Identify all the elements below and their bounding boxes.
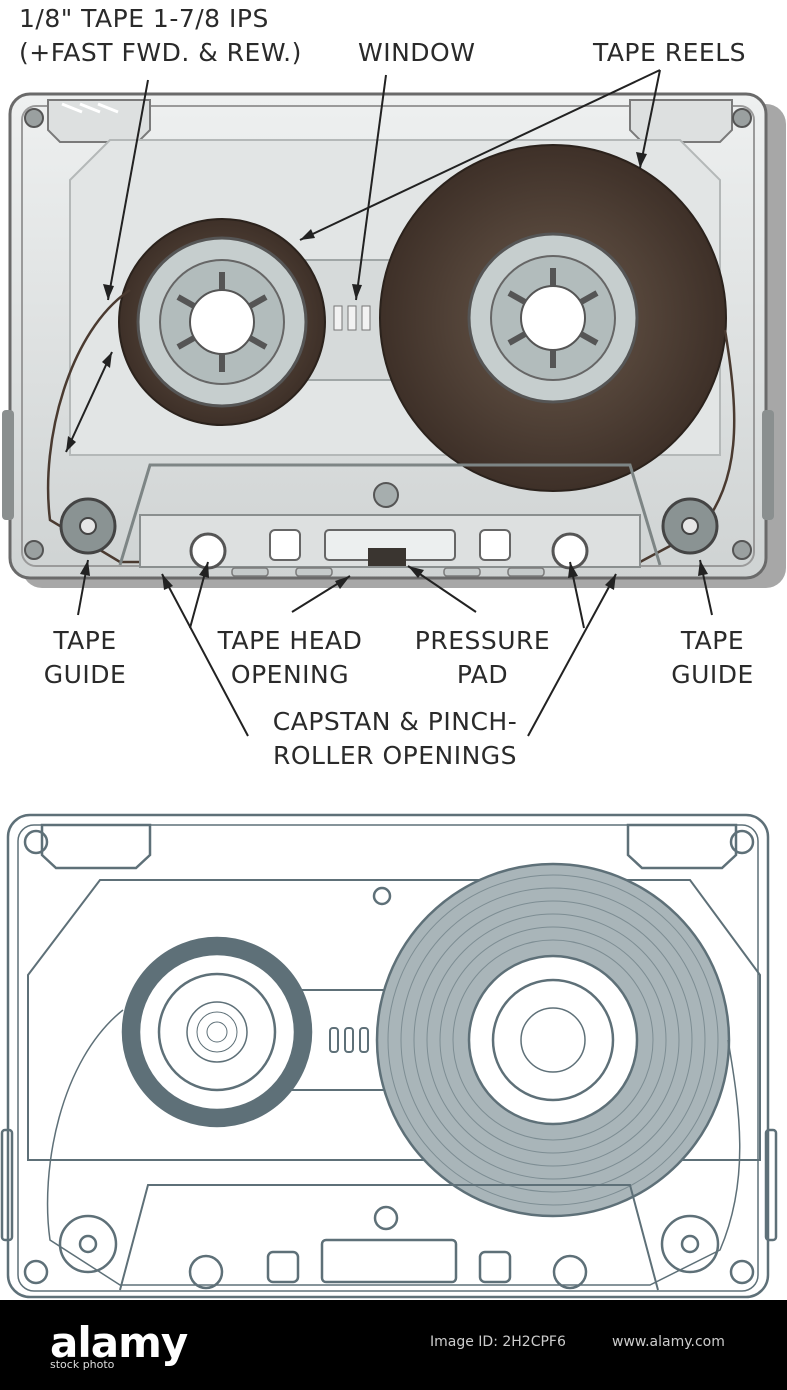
website-url: www.alamy.com <box>612 1334 725 1350</box>
label-tape-reels: TAPE REELS <box>593 37 746 69</box>
tape-guide-left-center <box>80 518 96 534</box>
screw <box>733 541 751 559</box>
label-pressure-pad-1: PRESSURE <box>405 625 560 657</box>
line-screw <box>25 831 47 853</box>
pressure-pad <box>368 548 406 566</box>
line-screw <box>731 831 753 853</box>
line-screw <box>25 1261 47 1283</box>
label-tape-guide-left-2: GUIDE <box>30 659 140 691</box>
side-tab-right <box>762 410 774 520</box>
line-tape-guide-left-center <box>80 1236 96 1252</box>
label-tape-guide-left-1: TAPE <box>30 625 140 657</box>
tape-guide-right-center <box>682 518 698 534</box>
line-top-screw <box>374 888 390 904</box>
label-capstan-2: ROLLER OPENINGS <box>240 740 550 772</box>
line-head-center <box>322 1240 456 1282</box>
window-slot <box>334 306 342 330</box>
line-drawing-cassette <box>2 815 776 1297</box>
line-tape-guide-right-center <box>682 1236 698 1252</box>
screw <box>25 109 43 127</box>
label-tape-head-2: OPENING <box>205 659 375 691</box>
center-screw <box>374 483 398 507</box>
top-left-notch <box>48 100 150 142</box>
line-top-right-notch <box>628 825 736 868</box>
label-window: WINDOW <box>358 37 475 69</box>
label-tape-guide-right-1: TAPE <box>660 625 765 657</box>
label-tape-head-1: TAPE HEAD <box>205 625 375 657</box>
image-id: Image ID: 2H2CPF6 <box>430 1334 566 1350</box>
line-capstan-right <box>554 1256 586 1288</box>
brand-tagline: stock photo <box>50 1358 114 1371</box>
line-small-hub <box>139 954 295 1110</box>
line-capstan-left <box>190 1256 222 1288</box>
label-tape-spec-line2: (+FAST FWD. & REW.) <box>19 37 302 69</box>
line-center-screw <box>375 1207 397 1229</box>
screw <box>25 541 43 559</box>
window-slot <box>348 306 356 330</box>
label-tape-spec-line1: 1/8" TAPE 1-7/8 IPS <box>19 3 269 35</box>
line-screw <box>731 1261 753 1283</box>
watermark-footer: alamy stock photo Image ID: 2H2CPF6 www.… <box>0 1300 787 1390</box>
line-tape-guide-right <box>662 1216 718 1272</box>
line-window-slots <box>330 1028 368 1052</box>
window-slot <box>362 306 370 330</box>
label-capstan-1: CAPSTAN & PINCH- <box>240 706 550 738</box>
line-head-opening <box>268 1252 298 1282</box>
top-right-notch <box>630 100 732 142</box>
large-reel-center <box>521 286 585 350</box>
label-pressure-pad-2: PAD <box>405 659 560 691</box>
small-reel-center <box>190 290 254 354</box>
side-tab-left <box>2 410 14 520</box>
colored-cassette <box>2 94 786 588</box>
line-top-left-notch <box>42 825 150 868</box>
head-opening <box>270 530 300 560</box>
head-opening <box>480 530 510 560</box>
screw <box>733 109 751 127</box>
line-head-opening <box>480 1252 510 1282</box>
label-tape-guide-right-2: GUIDE <box>660 659 765 691</box>
